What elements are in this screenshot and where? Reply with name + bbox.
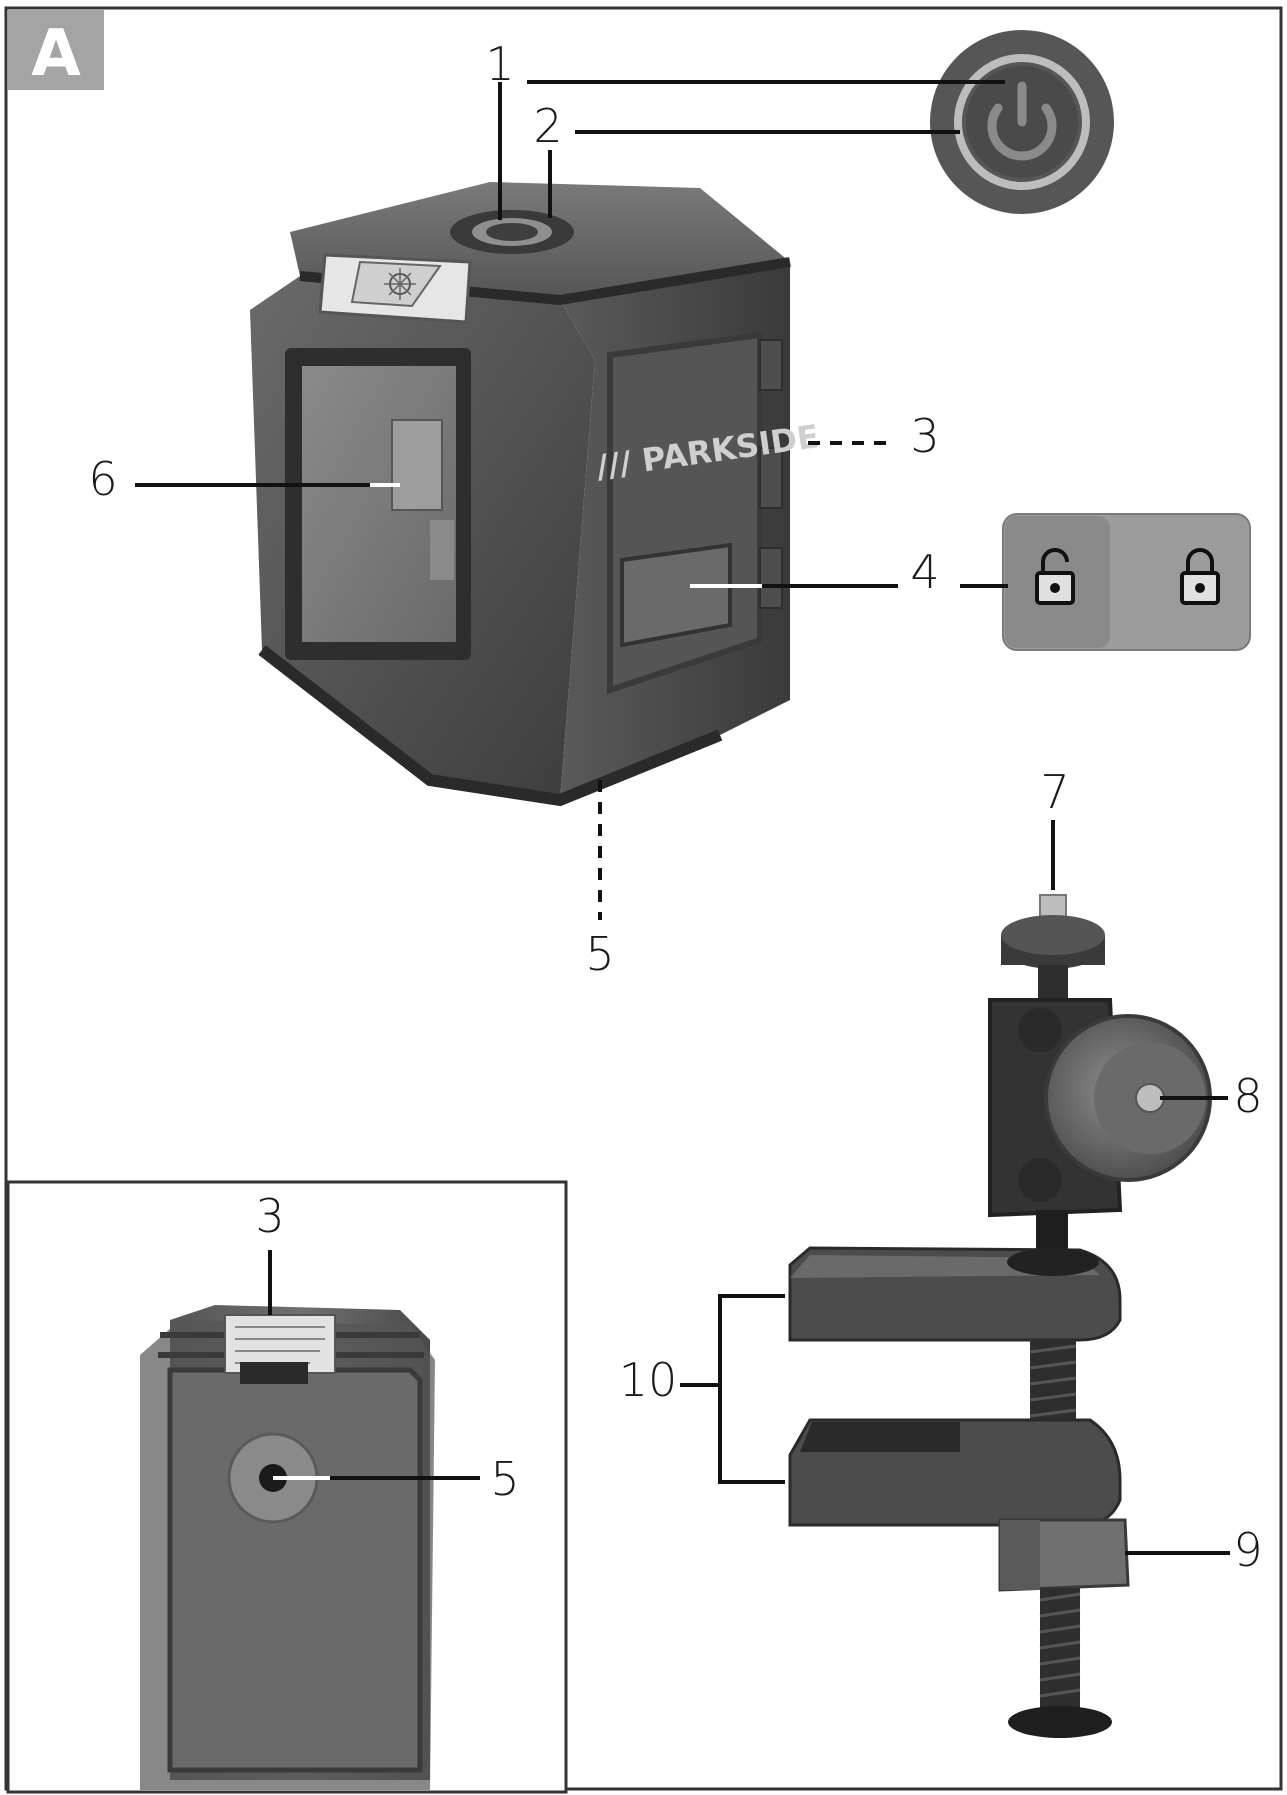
callout-2: 2: [533, 99, 562, 153]
leader-lines: [135, 80, 1230, 1555]
callout-8: 8: [1233, 1069, 1262, 1123]
inset-callout-3: 3: [255, 1189, 284, 1243]
inset-front-panel: [167, 1367, 423, 1773]
callout-3: 3: [910, 409, 939, 463]
laser-emitter: [391, 419, 443, 511]
callout-numbers: 1 2 3 4 5 6 7 8 9 10 3 5: [88, 37, 1262, 1577]
laser-emitter-base: [430, 520, 454, 580]
figure-label-badge: A: [8, 10, 104, 91]
callout-1: 1: [485, 37, 514, 91]
callout-6: 6: [88, 452, 117, 506]
lock-open-icon: [1035, 548, 1075, 605]
lock-switch-detail: [1002, 513, 1251, 651]
figure-label: A: [31, 17, 81, 91]
clamp-screw-lower: [1040, 1588, 1080, 1718]
clamp-mount: [788, 894, 1212, 1738]
bumper-rim-bottom: [258, 645, 723, 807]
callout-9: 9: [1233, 1523, 1262, 1577]
screw-end-cap: [1008, 1706, 1112, 1738]
power-button-detail: [930, 30, 1114, 214]
callout-4: 4: [910, 545, 939, 599]
side-rib-bottom: [759, 547, 783, 609]
power-icon: [987, 81, 1057, 161]
bottom-view-inset: [6, 1180, 568, 1794]
side-rib-mid: [759, 447, 783, 509]
inset-battery-latch: [240, 1362, 308, 1384]
lock-closed-icon: [1180, 548, 1220, 605]
callout-5: 5: [585, 927, 614, 981]
outer-frame: [4, 6, 1283, 1791]
inset-callout-5: 5: [490, 1452, 519, 1506]
lock-slider-switch: [620, 542, 732, 648]
side-rib-top: [759, 339, 783, 391]
laser-level-unit: /// PARKSIDE: [250, 182, 821, 807]
callout-10: 10: [619, 1353, 678, 1407]
power-button-cap: [486, 223, 538, 241]
callout-7: 7: [1040, 765, 1069, 819]
laser-warning-icon: [350, 260, 442, 308]
